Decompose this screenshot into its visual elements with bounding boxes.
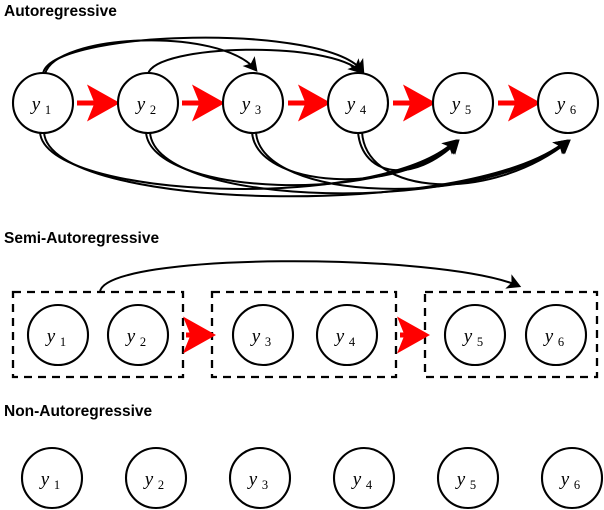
ar-skip-arcs-above xyxy=(42,36,365,75)
node-y6[interactable]: y 6 xyxy=(536,71,600,135)
node-subscript: 4 xyxy=(360,103,367,117)
ar-skip-arcs-below xyxy=(39,131,571,198)
node-label: y xyxy=(240,94,251,115)
node-label: y xyxy=(30,94,41,115)
node-y2[interactable]: y 2 xyxy=(124,446,188,510)
node-label: y xyxy=(351,469,362,490)
node-subscript: 2 xyxy=(140,335,146,349)
node-subscript: 2 xyxy=(158,478,164,492)
node-label: y xyxy=(250,326,261,347)
node-subscript: 3 xyxy=(262,478,268,492)
node-label: y xyxy=(450,94,461,115)
node-subscript: 3 xyxy=(265,335,271,349)
node-subscript: 4 xyxy=(366,478,373,492)
arc-y3-y5 xyxy=(251,131,459,181)
node-label: y xyxy=(462,326,473,347)
heading-semi-autoregressive: Semi-Autoregressive xyxy=(4,230,159,247)
arc-y4-y6 xyxy=(361,131,571,186)
node-y3[interactable]: y 3 xyxy=(221,71,285,135)
node-subscript: 4 xyxy=(349,335,356,349)
heading-non-autoregressive: Non-Autoregressive xyxy=(4,403,153,420)
node-subscript: 3 xyxy=(255,103,261,117)
node-label: y xyxy=(555,94,566,115)
arc-y1-y3 xyxy=(44,39,258,75)
node-label: y xyxy=(143,469,154,490)
arc-y2-y4 xyxy=(147,48,363,75)
nar-nodes: y 1 y 2 y 3 y 4 y 5 xyxy=(20,446,604,510)
node-label: y xyxy=(455,469,466,490)
node-subscript: 6 xyxy=(570,103,576,117)
arc-y1-y6 xyxy=(43,131,568,198)
arc-y1-y4 xyxy=(42,36,365,75)
node-y2[interactable]: y 2 xyxy=(106,303,170,367)
node-y1[interactable]: y 1 xyxy=(11,71,75,135)
node-subscript: 6 xyxy=(558,335,564,349)
node-label: y xyxy=(247,469,258,490)
node-label: y xyxy=(559,469,570,490)
node-subscript: 1 xyxy=(54,478,60,492)
node-subscript: 6 xyxy=(574,478,580,492)
node-y5[interactable]: y 5 xyxy=(443,303,507,367)
node-y3[interactable]: y 3 xyxy=(231,303,295,367)
node-label: y xyxy=(39,469,50,490)
arc-y1-y5 xyxy=(39,131,457,190)
node-y4[interactable]: y 4 xyxy=(315,303,379,367)
node-subscript: 2 xyxy=(150,103,156,117)
node-y5[interactable]: y 5 xyxy=(431,71,495,135)
arc-y3-y6 xyxy=(255,131,570,190)
node-y4[interactable]: y 4 xyxy=(326,71,390,135)
node-label: y xyxy=(543,326,554,347)
arc-group1-group3 xyxy=(99,260,522,293)
heading-autoregressive: Autoregressive xyxy=(4,3,117,20)
node-y1[interactable]: y 1 xyxy=(26,303,90,367)
node-label: y xyxy=(345,94,356,115)
group-box-3[interactable] xyxy=(423,290,599,379)
node-y6[interactable]: y 6 xyxy=(524,303,588,367)
ar-nodes: y 1 y 2 y 3 y 4 y 5 xyxy=(11,71,600,135)
node-y4[interactable]: y 4 xyxy=(332,446,396,510)
arc-y2-y5 xyxy=(145,131,458,187)
node-subscript: 1 xyxy=(45,103,51,117)
node-label: y xyxy=(334,326,345,347)
node-y6[interactable]: y 6 xyxy=(540,446,604,510)
node-label: y xyxy=(45,326,56,347)
node-subscript: 5 xyxy=(470,478,476,492)
node-label: y xyxy=(135,94,146,115)
node-subscript: 5 xyxy=(465,103,471,117)
node-y3[interactable]: y 3 xyxy=(228,446,292,510)
node-y1[interactable]: y 1 xyxy=(20,446,84,510)
sar-groups: y 1 y 2 y 3 y 4 y 5 xyxy=(11,290,599,379)
node-y5[interactable]: y 5 xyxy=(436,446,500,510)
node-label: y xyxy=(125,326,136,347)
arc-y4-y5 xyxy=(357,131,460,172)
node-y2[interactable]: y 2 xyxy=(116,71,180,135)
arc-y2-y6 xyxy=(149,131,569,195)
node-subscript: 5 xyxy=(477,335,483,349)
node-subscript: 1 xyxy=(60,335,66,349)
